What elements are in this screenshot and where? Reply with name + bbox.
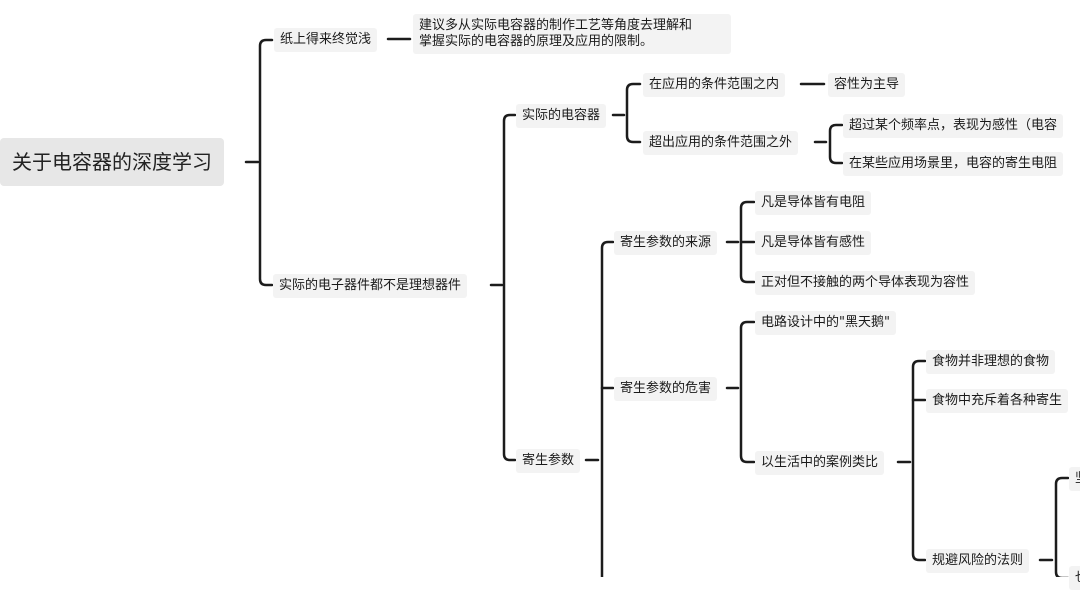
topic-beyond-range[interactable]: 超出应用的条件范围之外 (643, 131, 799, 155)
topic-life-analogy[interactable]: 以生活中的案例类比 (755, 451, 885, 475)
topic-conductor-resistance[interactable]: 凡是导体皆有电阻 (755, 191, 872, 215)
topic-note[interactable]: 建议多从实际电容器的制作工艺等角度去理解和 掌握实际的电容器的原理及应用的限制。 (413, 14, 731, 54)
topic-risk-rules[interactable]: 规避风险的法则 (926, 549, 1030, 573)
root-topic[interactable]: 关于电容器的深度学习 (0, 138, 224, 186)
topic-conductor-capacitance[interactable]: 正对但不接触的两个导体表现为容性 (755, 271, 976, 295)
topic-parasitic-resistance[interactable]: 在某些应用场景里，电容的寄生电阻 (843, 152, 1064, 176)
topic-within-range[interactable]: 在应用的条件范围之内 (643, 73, 786, 97)
note-line-1: 建议多从实际电容器的制作工艺等角度去理解和 (419, 18, 693, 33)
topic-non-ideal-devices[interactable]: 实际的电子器件都不是理想器件 (273, 274, 468, 298)
topic-parasitic-harm[interactable]: 寄生参数的危害 (614, 377, 718, 401)
note-line-2: 掌握实际的电容器的原理及应用的限制。 (419, 34, 654, 49)
topic-conductor-inductance[interactable]: 凡是导体皆有感性 (755, 231, 872, 255)
topic-black-swan[interactable]: 电路设计中的"黑天鹅" (755, 311, 896, 335)
topic-food-parasites[interactable]: 食物中充斥着各种寄生 (926, 389, 1069, 413)
topic-rule-a[interactable]: 坚 (1069, 467, 1080, 491)
topic-inductive-above-frequency[interactable]: 超过某个频率点，表现为感性（电容 (843, 114, 1064, 138)
topic-parasitic-source[interactable]: 寄生参数的来源 (614, 231, 718, 255)
topic-real-capacitor[interactable]: 实际的电容器 (516, 104, 607, 128)
topic-rule-b[interactable]: 也 (1069, 566, 1080, 590)
topic-food-not-ideal[interactable]: 食物并非理想的食物 (926, 350, 1056, 374)
topic-paper-knowledge[interactable]: 纸上得来终觉浅 (274, 28, 378, 52)
connector-lines (244, 37, 1070, 577)
topic-parasitic-parameters[interactable]: 寄生参数 (516, 449, 581, 473)
topic-capacitive-dominant[interactable]: 容性为主导 (828, 73, 906, 97)
